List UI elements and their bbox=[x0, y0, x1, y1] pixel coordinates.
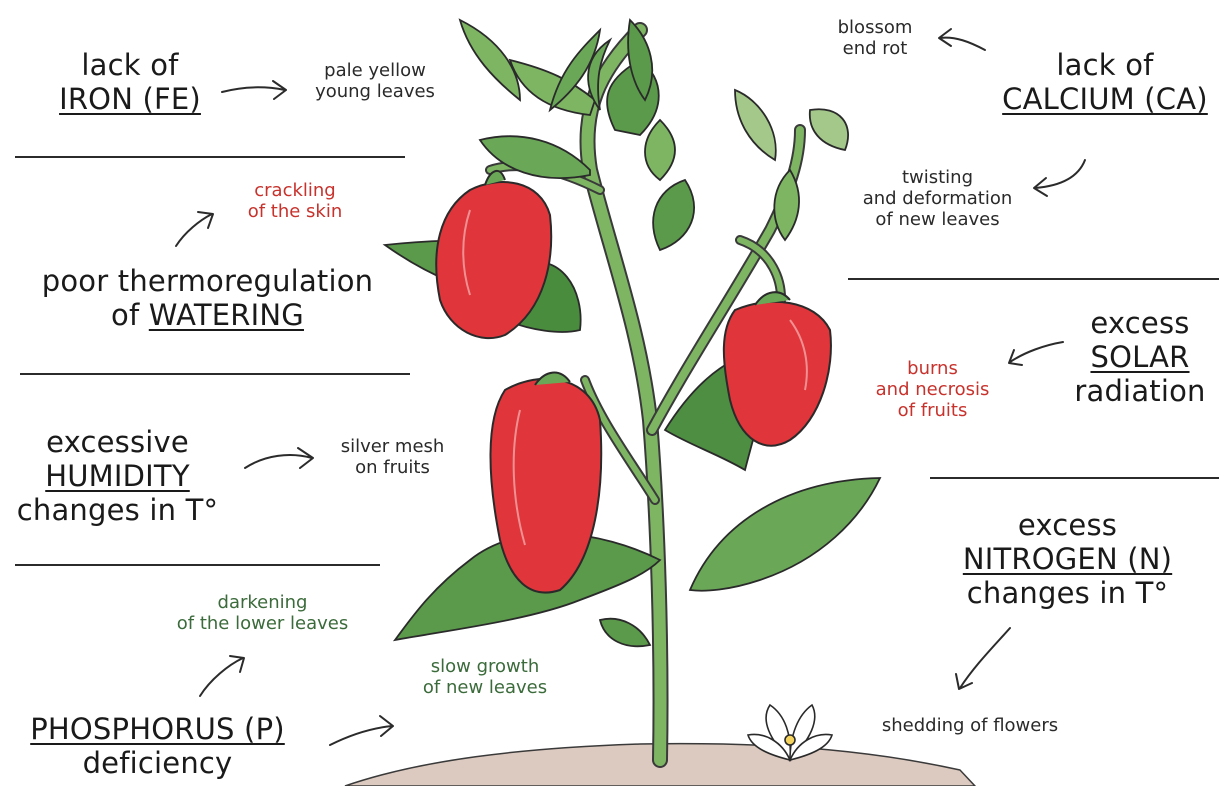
leaf bbox=[690, 478, 880, 591]
iron-keyword: IRON (FE) bbox=[59, 82, 201, 116]
arrow-watering bbox=[176, 212, 213, 246]
phosphorus-effect-growth: slow growth of new leaves bbox=[400, 656, 570, 698]
leaf bbox=[645, 120, 675, 180]
divider-right-1 bbox=[848, 278, 1219, 280]
solar-effect: burns and necrosis of fruits bbox=[850, 358, 1015, 422]
arrow-humidity bbox=[245, 448, 313, 468]
nitrogen-effect: shedding of flowers bbox=[850, 715, 1090, 736]
leaf bbox=[600, 619, 650, 647]
calcium-heading: lack of CALCIUM (CA) bbox=[995, 48, 1215, 116]
divider-left-2 bbox=[20, 373, 410, 375]
arrow-calcium-rot bbox=[939, 29, 985, 50]
pepper-right bbox=[724, 302, 831, 446]
divider-left-1 bbox=[15, 156, 405, 158]
humidity-heading: excessive HUMIDITY changes in T° bbox=[5, 425, 230, 528]
solar-keyword: SOLAR bbox=[1090, 340, 1189, 374]
leaf bbox=[774, 170, 799, 240]
watering-heading: poor thermoregulation of WATERING bbox=[20, 264, 395, 332]
arrow-phosphorus-growth bbox=[330, 716, 393, 745]
leaf bbox=[735, 90, 776, 160]
leaf bbox=[653, 180, 694, 250]
divider-left-3 bbox=[15, 564, 380, 566]
arrow-solar bbox=[1009, 342, 1063, 365]
arrow-iron bbox=[222, 81, 286, 99]
iron-heading: lack of IRON (FE) bbox=[40, 48, 220, 116]
arrow-phosphorus-darkening bbox=[200, 656, 244, 696]
humidity-effect: silver mesh on fruits bbox=[315, 436, 470, 478]
nitrogen-heading: excess NITROGEN (N) changes in T° bbox=[945, 508, 1190, 611]
iron-effect: pale yellow young leaves bbox=[285, 60, 465, 102]
nitrogen-keyword: NITROGEN (N) bbox=[963, 542, 1172, 576]
calcium-keyword: CALCIUM (CA) bbox=[1002, 82, 1208, 116]
phosphorus-effect-darkening: darkening of the lower leaves bbox=[165, 592, 360, 634]
phosphorus-heading: PHOSPHORUS (P) deficiency bbox=[5, 712, 310, 780]
divider-right-2 bbox=[930, 477, 1219, 479]
watering-keyword: WATERING bbox=[149, 298, 304, 332]
phosphorus-keyword: PHOSPHORUS (P) bbox=[30, 712, 285, 746]
watering-effect: crackling of the skin bbox=[215, 180, 375, 222]
arrow-calcium-twist bbox=[1034, 160, 1085, 196]
solar-heading: excess SOLAR radiation bbox=[1060, 306, 1219, 409]
humidity-keyword: HUMIDITY bbox=[45, 459, 190, 493]
leaf bbox=[810, 109, 848, 150]
calcium-effect-twisting: twisting and deformation of new leaves bbox=[845, 167, 1030, 231]
arrow-nitrogen bbox=[956, 628, 1010, 689]
calcium-effect-rot: blossom end rot bbox=[810, 17, 940, 59]
